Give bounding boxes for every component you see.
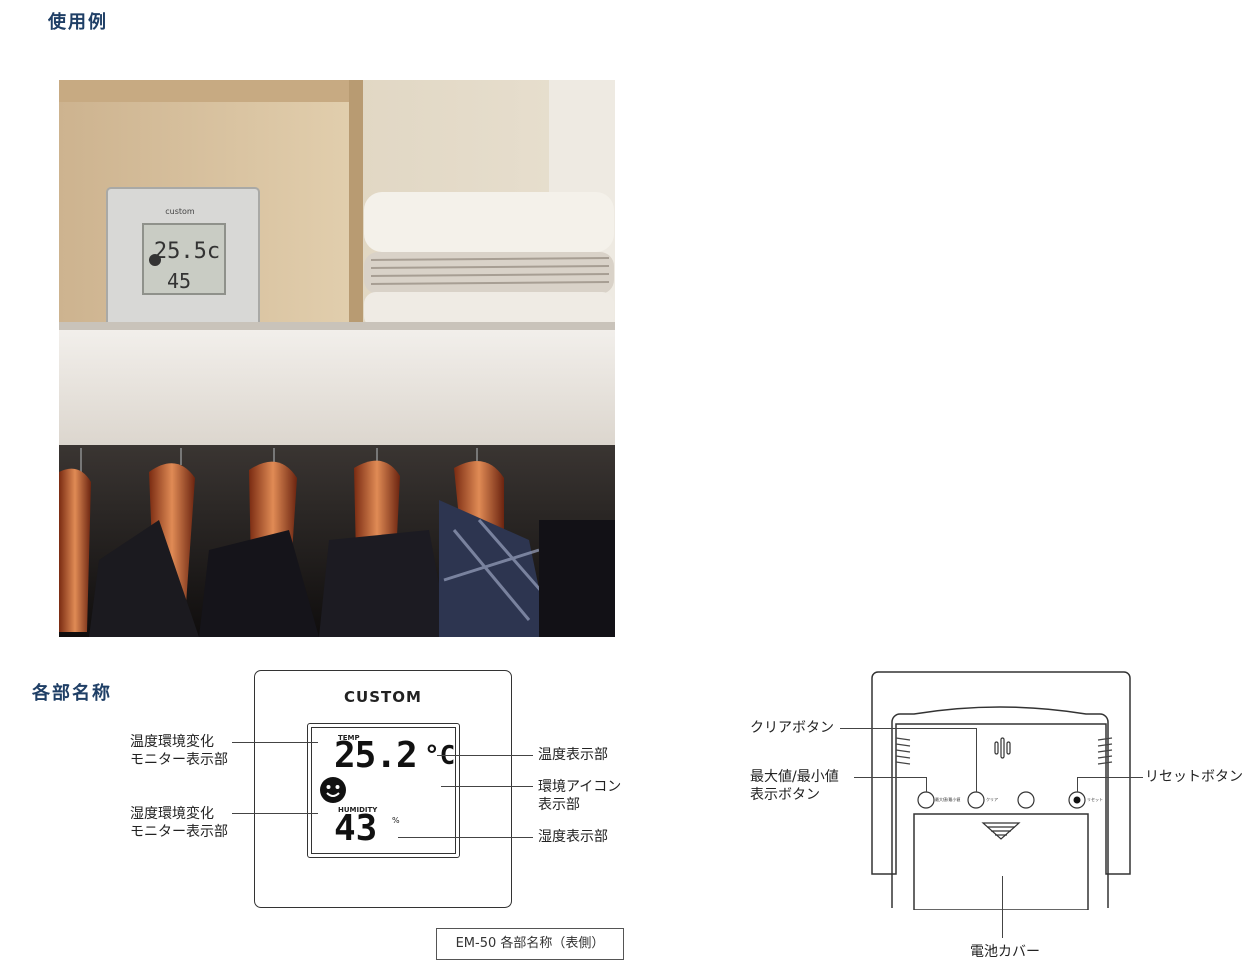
callout-humidity-monitor-line1: 湿度環境変化 [130,806,214,822]
callout-temp-display: 温度表示部 [538,747,608,763]
callout-maxmin-line2: 表示ボタン [750,787,820,803]
parts-section-title: 各部名称 [32,683,112,704]
leader-clear-v [976,728,977,792]
callout-env-icon-line2: 表示部 [538,797,580,813]
leader-reset-v [1077,777,1078,792]
callout-clear-button: クリアボタン [750,720,834,736]
usage-section-title: 使用例 [48,12,108,33]
callout-temp-monitor-line2: モニター表示部 [130,752,228,768]
lcd-humidity-value: 43 [334,808,378,849]
callout-temp-monitor-line1: 温度環境変化 [130,734,214,750]
front-device-outline [254,670,512,908]
back-label-reset: リセット [1087,797,1103,802]
back-label-clear: クリア [986,797,998,802]
leader-temp-display [437,755,533,756]
closet-photo-illustration: custom 25.5c 45 [59,80,615,637]
leader-humidity-display [398,837,533,838]
back-device-diagram [870,670,1132,911]
lcd-humidity-label: HUMIDITY [338,806,378,814]
photo-temp-reading: 25.5c [154,239,220,264]
front-diagram-caption: EM-50 各部名称（表側） [436,928,624,960]
lcd-inner-frame [311,727,456,854]
lcd-temp-label: TEMP [338,734,360,742]
leader-maxmin-v [926,777,927,792]
callout-humidity-monitor-line2: モニター表示部 [130,824,228,840]
leader-env-icon [441,786,533,787]
smiley-face-icon [319,776,347,804]
lcd-outer-frame [307,723,460,858]
leader-clear-h [840,728,976,729]
front-device-brand: CUSTOM [344,688,422,706]
callout-reset-button: リセットボタン [1145,769,1243,785]
leader-battery-cover [1002,876,1003,938]
lcd-temp-value: 25.2 [334,735,418,776]
callout-maxmin-line1: 最大値/最小値 [750,769,839,785]
leader-humidity-monitor [232,813,318,814]
back-label-maxmin: 最大値/最小値 [935,797,961,802]
leader-temp-monitor [232,742,318,743]
photo-device-brand: custom [165,207,195,216]
photo-humidity-reading: 45 [167,269,191,293]
callout-env-icon-line1: 環境アイコン [538,779,622,795]
lcd-humidity-unit: % [392,816,400,825]
usage-photo: custom 25.5c 45 [59,80,615,637]
leader-reset-h [1077,777,1143,778]
callout-humidity-display: 湿度表示部 [538,829,608,845]
leader-maxmin-h [854,777,926,778]
lcd-temp-unit: °C [424,741,456,771]
callout-battery-cover: 電池カバー [970,944,1040,960]
